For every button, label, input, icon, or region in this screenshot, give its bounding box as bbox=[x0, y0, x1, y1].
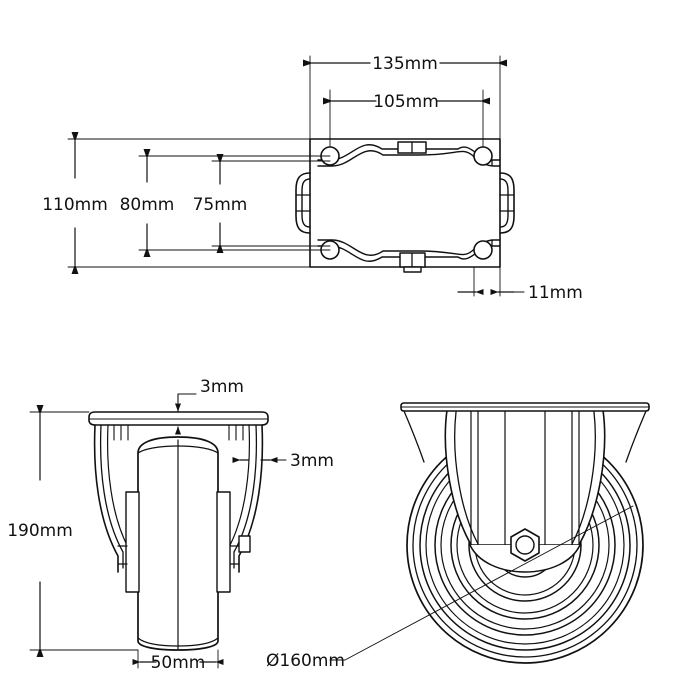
fork-leg-left-mid bbox=[99, 424, 124, 569]
dim-label-190: 190mm bbox=[7, 521, 73, 541]
bottom-bolt-tip bbox=[403, 266, 422, 273]
wheel-tread-right-inner bbox=[499, 178, 509, 228]
front-rib-right-pair bbox=[571, 409, 580, 546]
wheel-tread-left-inner bbox=[301, 178, 311, 228]
dim-label-3-fork: 3mm bbox=[290, 451, 334, 471]
dim-label-105: 105mm bbox=[373, 92, 439, 112]
front-rib-left-pair bbox=[470, 409, 479, 546]
hub-detail-left bbox=[117, 545, 128, 565]
wheel-tread-left-ribs bbox=[295, 194, 311, 212]
hub-flange-right bbox=[216, 491, 231, 593]
side-elevation-view: 190mm 50mm 3mm 3mm bbox=[7, 377, 334, 673]
fork-leg-right-mid bbox=[233, 424, 258, 569]
fork-leg-right-inner bbox=[227, 424, 250, 550]
dim-label-75: 75mm bbox=[193, 195, 248, 215]
fork-leg-left-outer bbox=[93, 424, 119, 573]
dim-label-135: 135mm bbox=[372, 54, 438, 74]
front-fork-inner-left bbox=[454, 411, 479, 545]
axle-bore bbox=[515, 535, 535, 555]
wheel-tread-right-outer bbox=[499, 172, 515, 234]
front-fork-inner-right bbox=[571, 411, 596, 545]
dim-label-80: 80mm bbox=[120, 195, 175, 215]
hub-detail-right bbox=[229, 545, 240, 565]
fork-ribs-right bbox=[228, 424, 244, 441]
top-plate-view: 135mm 105mm 110mm 80mm 75mm 11mm bbox=[42, 54, 583, 303]
dim-label-11: 11mm bbox=[528, 283, 583, 303]
bolt-hole-top-right bbox=[473, 146, 493, 166]
dim-label-3-plate: 3mm bbox=[200, 377, 244, 397]
fork-ribs-left bbox=[113, 424, 129, 441]
dim-leader-3-plate bbox=[177, 393, 197, 404]
dim-label-50: 50mm bbox=[151, 653, 206, 673]
axle-nut-side bbox=[238, 535, 251, 553]
front-elevation-view: Ø160mm bbox=[266, 402, 650, 671]
bolt-hole-bottom-right bbox=[473, 240, 493, 260]
dim-label-diameter-160: Ø160mm bbox=[266, 651, 345, 671]
mounting-plate-outline bbox=[309, 138, 501, 268]
hub-flange-left bbox=[125, 491, 140, 593]
dim-leader-diameter-diagonal bbox=[344, 505, 634, 661]
front-flare-left bbox=[403, 410, 425, 463]
dim-label-110: 110mm bbox=[42, 195, 108, 215]
wheel-tread-right-ribs bbox=[499, 194, 515, 212]
fork-leg-left-inner bbox=[107, 424, 130, 550]
front-flare-right bbox=[625, 410, 647, 463]
wheel-tread-left-outer bbox=[295, 172, 311, 234]
